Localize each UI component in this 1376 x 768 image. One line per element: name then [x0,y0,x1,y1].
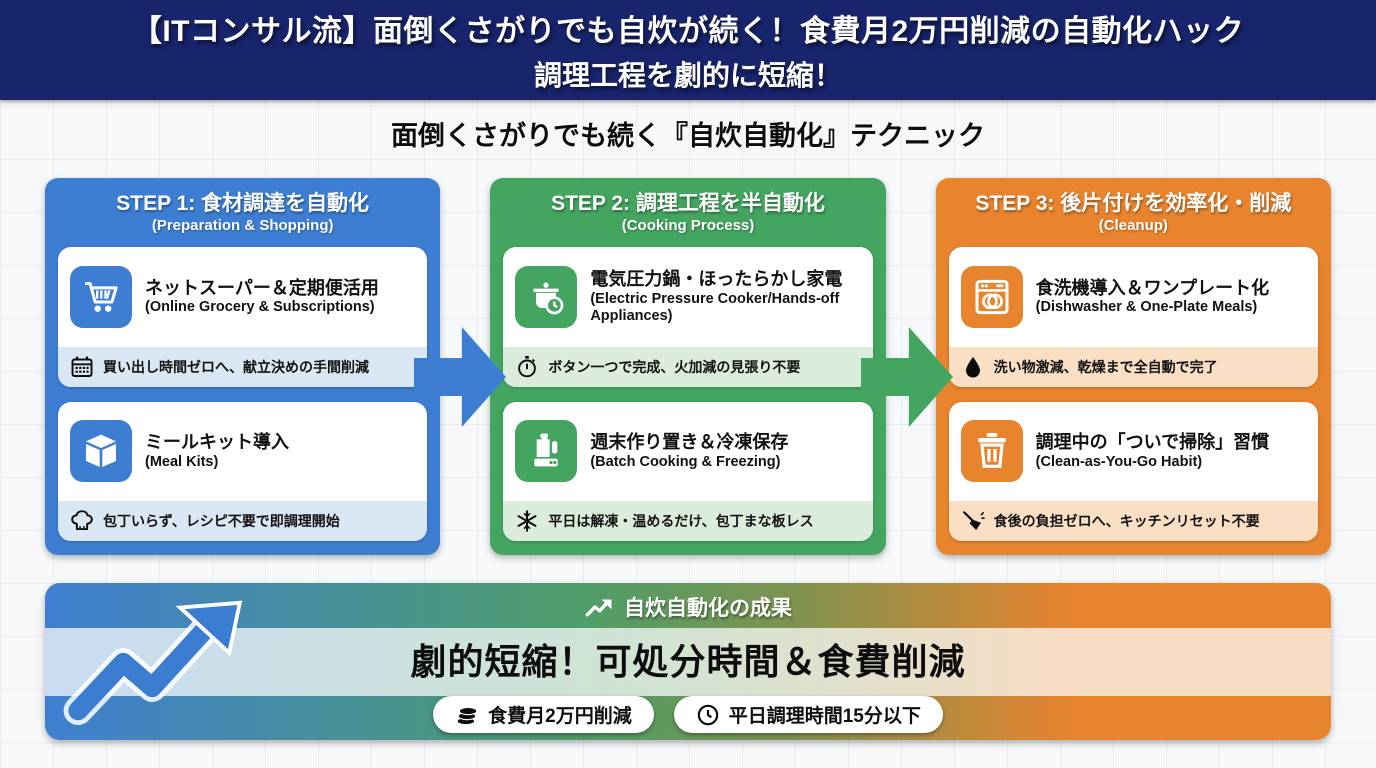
clock-icon [697,704,718,725]
pressure-cooker-icon [515,265,578,328]
food-processor-icon [515,420,578,483]
step2-item2-subtitle: (Batch Cooking & Freezing) [590,453,781,470]
snowflake-icon [515,509,539,533]
step2-item1-note: ボタン一つで完成、火加減の見張り不要 [503,346,873,387]
step1-subtitle: (Preparation & Shopping) [151,217,334,234]
step3-item-1: 食洗機導入＆ワンプレート化 (Dishwasher & One-Plate Me… [948,247,1318,387]
step1-item1-title: ネットスーパー＆定期便活用 [145,277,379,298]
result-banner: 自炊自動化の成果 劇的短縮！可処分時間＆食費削減 食費月2万円削減 平日調理時間… [45,583,1331,740]
big-trend-up-arrow-icon [63,600,243,726]
step3-item2-subtitle: (Clean-as-You-Go Habit) [1035,453,1203,470]
step2-item2-note: 平日は解凍・温めるだけ、包丁まな板レス [503,501,873,541]
step1-header: STEP 1: 食材調達を自動化 (Preparation & Shopping… [58,187,427,234]
calendar-icon [70,355,94,379]
step2-item2-title: 週末作り置き＆冷凍保存 [590,432,789,453]
step-card-1: STEP 1: 食材調達を自動化 (Preparation & Shopping… [45,178,441,555]
step2-item1-note-text: ボタン一つで完成、火加減の見張り不要 [548,358,801,375]
trend-up-arrow-icon [585,599,612,617]
broom-icon [961,509,985,533]
step1-item1-note-text: 買い出し時間ゼロへ、献立決めの手間削減 [103,358,369,375]
badge-cook-time: 平日調理時間15分以下 [673,696,943,733]
page-title-line2: 調理工程を劇的に短縮！ [533,60,842,91]
step3-item2-note-text: 食後の負担ゼロへ、キッチンリセット不要 [993,513,1260,529]
step1-item1-note: 買い出し時間ゼロへ、献立決めの手間削減 [58,346,428,387]
step1-title: STEP 1: 食材調達を自動化 [116,192,370,215]
page-title-banner: 【ITコンサル流】面倒くさがりでも自炊が続く！食費月2万円削減の自動化ハック 調… [0,0,1376,100]
step2-title: STEP 2: 調理工程を半自動化 [551,192,825,215]
badge-food-cost: 食費月2万円削減 [433,696,654,733]
chef-hat-icon [70,509,94,533]
step1-item2-note: 包丁いらず、レシピ不要で即調理開始 [58,501,428,541]
page-title-line1: 【ITコンサル流】面倒くさがりでも自炊が続く！食費月2万円削減の自動化ハック [131,15,1245,48]
step2-header: STEP 2: 調理工程を半自動化 (Cooking Process) [503,187,872,234]
step3-item1-title: 食洗機導入＆ワンプレート化 [1035,277,1270,298]
step2-item1-subtitle: (Electric Pressure Cooker/Hands-off Appl… [590,290,840,324]
step3-subtitle: (Cleanup) [1098,217,1168,234]
result-banner-label: 自炊自動化の成果 [45,590,1331,624]
cart-icon [70,265,132,328]
coins-icon [456,706,478,725]
trash-icon [960,420,1023,483]
step2-item-2: 週末作り置き＆冷凍保存 (Batch Cooking & Freezing) 平… [503,401,873,541]
result-banner-highlight-strip [45,628,1331,696]
step3-item1-note-text: 洗い物激減、乾燥まで全自動で完了 [993,358,1218,375]
section-subtitle: 面倒くさがりでも続く『自炊自動化』テクニック [391,121,985,151]
step3-header: STEP 3: 後片付けを効率化・削減 (Cleanup) [949,187,1318,234]
step1-item-1: ネットスーパー＆定期便活用 (Online Grocery & Subscrip… [58,247,428,387]
badge-food-cost-text: 食費月2万円削減 [488,706,632,727]
step1-item2-title: ミールキット導入 [145,432,289,453]
result-headline: 劇的短縮！可処分時間＆食費削減 [410,641,966,682]
step3-item1-subtitle: (Dishwasher & One-Plate Meals) [1035,299,1258,316]
step2-item2-note-text: 平日は解凍・温めるだけ、包丁まな板レス [548,513,814,529]
step1-item2-note-text: 包丁いらず、レシピ不要で即調理開始 [103,513,340,529]
step3-item2-title: 調理中の「ついで掃除」習慣 [1035,432,1270,453]
step1-item2-subtitle: (Meal Kits) [145,453,219,470]
step-card-2: STEP 2: 調理工程を半自動化 (Cooking Process) 電気圧力… [490,178,886,555]
package-icon [70,420,132,483]
step2-item1-title: 電気圧力鍋・ほったらかし家電 [590,269,843,290]
water-drop-icon [961,355,985,379]
step2-item-1: 電気圧力鍋・ほったらかし家電 (Electric Pressure Cooker… [503,247,873,387]
step1-item1-subtitle: (Online Grocery & Subscriptions) [145,299,375,316]
step2-subtitle: (Cooking Process) [621,217,755,234]
result-badges: 食費月2万円削減 平日調理時間15分以下 [45,696,1331,733]
step-card-3: STEP 3: 後片付けを効率化・削減 (Cleanup) [935,178,1331,555]
steps-row: STEP 1: 食材調達を自動化 (Preparation & Shopping… [45,178,1331,555]
dishwasher-icon [960,265,1023,328]
step3-title: STEP 3: 後片付けを効率化・削減 [975,192,1292,215]
stopwatch-icon [515,355,539,379]
step3-item-2: 調理中の「ついで掃除」習慣 (Clean-as-You-Go Habit) 食後… [948,401,1318,541]
badge-cook-time-text: 平日調理時間15分以下 [728,706,921,727]
step3-item1-note: 洗い物激減、乾燥まで全自動で完了 [948,346,1318,387]
step1-item-2: ミールキット導入 (Meal Kits) 包丁いらず、レシピ不要で即調理開始 [58,401,428,541]
step3-item2-note: 食後の負担ゼロへ、キッチンリセット不要 [948,501,1318,541]
